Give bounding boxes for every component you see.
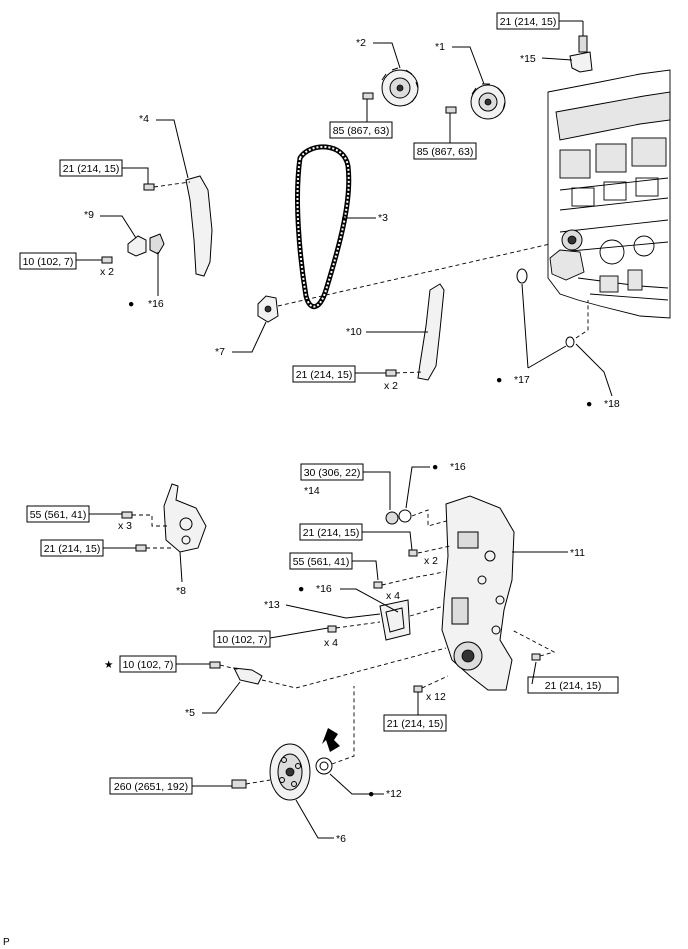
torque-label-11d: 21 (214, 15) (387, 718, 444, 730)
torque-label-1: 85 (867, 63) (417, 146, 474, 158)
torque-label-9: 10 (102, 7) (23, 256, 74, 268)
dot-16a: ● (128, 298, 134, 310)
torque-label-10: 21 (214, 15) (296, 369, 353, 381)
callout-17: *17 (514, 374, 530, 386)
dot-16c: ● (298, 583, 304, 595)
part-11-bolt (413, 685, 423, 693)
dot-17: ● (496, 374, 502, 386)
callout-6: *6 (336, 833, 346, 845)
callout-10: *10 (346, 326, 362, 338)
callout-1: *1 (435, 41, 445, 53)
torque-label-5: 10 (102, 7) (123, 659, 174, 671)
part-12-oil-seal (315, 757, 333, 775)
torque-box-1 (413, 142, 477, 160)
torque-box-11d (383, 714, 447, 732)
torque-box-2 (329, 121, 393, 139)
torque-box-11c (527, 676, 619, 694)
callout-5: *5 (185, 707, 195, 719)
callout-7: *7 (215, 346, 225, 358)
part-4-tensioner-arm (143, 175, 213, 277)
torque-label-11b: 55 (561, 41) (293, 556, 350, 568)
torque-label-8b: 21 (214, 15) (44, 543, 101, 555)
qty-11b: x 4 (386, 590, 400, 602)
callout-16b: *16 (450, 461, 466, 473)
callout-8: *8 (176, 585, 186, 597)
part-5-sensor (209, 661, 263, 685)
part-14-seal-plug (385, 509, 412, 525)
part-15-bracket (569, 28, 593, 73)
qty-8: x 3 (118, 520, 132, 532)
torque-box-10 (292, 365, 356, 383)
part-11-timing-cover (441, 495, 515, 691)
torque-box-9 (19, 252, 77, 270)
engine-block-illustration (547, 69, 671, 319)
callout-13: *13 (264, 599, 280, 611)
callout-15: *15 (520, 53, 536, 65)
star-5: ★ (104, 659, 113, 671)
torque-label-13: 10 (102, 7) (217, 634, 268, 646)
torque-label-11c: 21 (214, 15) (545, 680, 602, 692)
part-1-cam-timing-gear (445, 83, 506, 120)
part-2-cam-timing-gear (362, 67, 419, 107)
part-17-o-ring (516, 268, 575, 348)
qty-9: x 2 (100, 266, 114, 278)
torque-label-15: 21 (214, 15) (500, 16, 557, 28)
down-arrow-icon (322, 728, 340, 752)
callout-4: *4 (139, 113, 149, 125)
part-6-crank-pulley (231, 743, 311, 801)
callout-3: *3 (378, 212, 388, 224)
torque-label-2: 85 (867, 63) (333, 125, 390, 137)
part-7-crank-sprocket (257, 295, 279, 323)
qty-10: x 2 (384, 380, 398, 392)
corner-label: P (3, 937, 10, 948)
dot-16b: ● (432, 461, 438, 473)
torque-label-8a: 55 (561, 41) (30, 509, 87, 521)
qty-11a: x 2 (424, 555, 438, 567)
part-8-bracket (121, 483, 207, 553)
torque-label-11a: 21 (214, 15) (303, 527, 360, 539)
callout-16a: *16 (148, 298, 164, 310)
callout-18: *18 (604, 398, 620, 410)
part-3-timing-chain (295, 144, 352, 309)
torque-label-4: 21 (214, 15) (63, 163, 120, 175)
part-13-cover-plate (327, 599, 411, 641)
callout-11: *11 (570, 547, 585, 559)
part-9-chain-tensioner (101, 233, 165, 264)
callout-16c: *16 (316, 583, 332, 595)
callout-14: *14 (304, 485, 320, 497)
qty-13: x 4 (324, 637, 338, 649)
torque-label-6: 260 (2651, 192) (114, 781, 188, 793)
torque-box-13 (213, 630, 271, 648)
callout-2: *2 (356, 37, 366, 49)
qty-11c: x 12 (426, 691, 446, 703)
callout-9: *9 (84, 209, 94, 221)
torque-label-14: 30 (306, 22) (304, 467, 361, 479)
callout-12: *12 (386, 788, 402, 800)
dot-18: ● (586, 398, 592, 410)
